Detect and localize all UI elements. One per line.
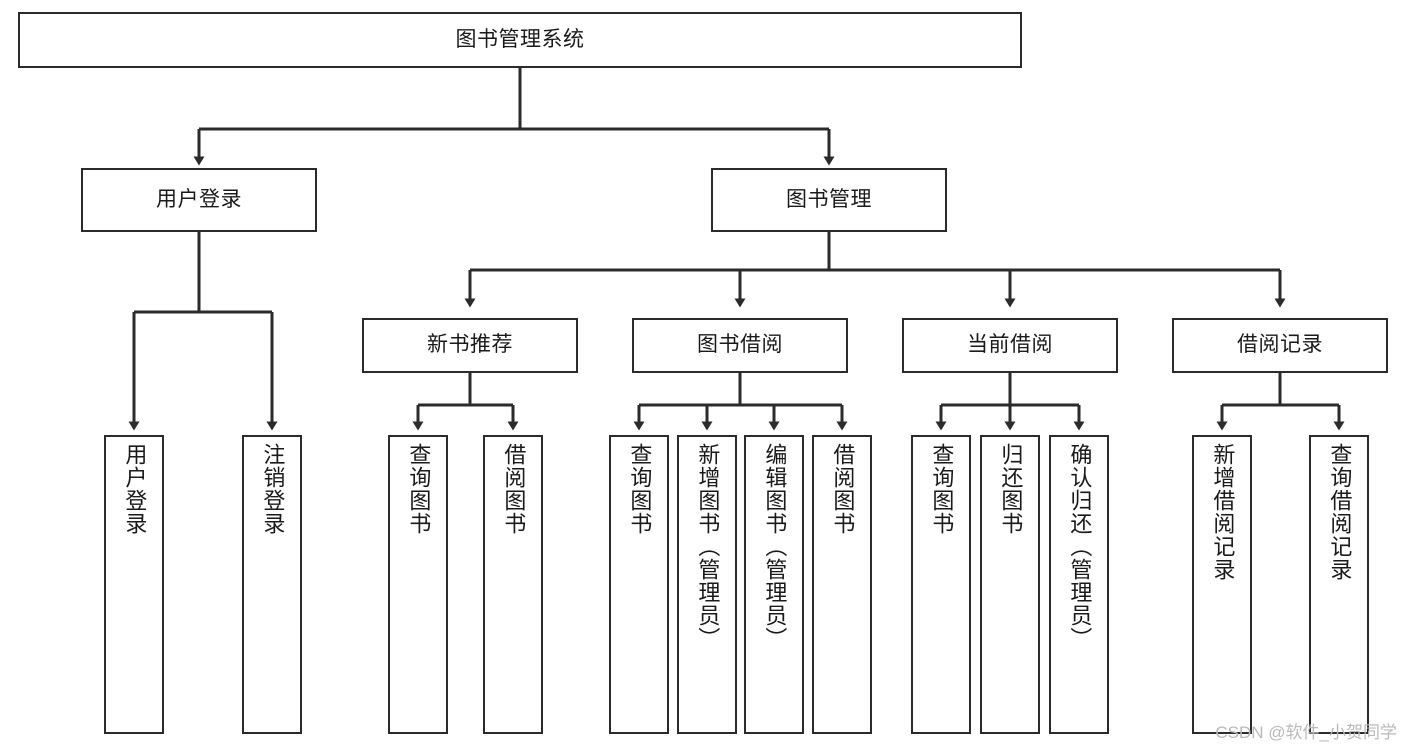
leaf-query-borrow-record[interactable]: 查询借阅记录 (1309, 435, 1369, 734)
node-label: 用户登录 (156, 187, 242, 211)
node-label: 新书推荐 (427, 333, 513, 357)
csdn-watermark: CSDN @软件_小贺同学 (1215, 723, 1397, 742)
node-label: 归还图书 (998, 443, 1024, 535)
node-new-book-recommend[interactable]: 新书推荐 (362, 318, 578, 373)
node-label: 当前借阅 (967, 333, 1053, 357)
leaf-user-login[interactable]: 用户登录 (104, 435, 164, 734)
node-label: 图书借阅 (697, 333, 783, 357)
node-label: 用户登录 (122, 443, 148, 535)
leaf-add-book-admin[interactable]: 新增图书（管理员） (677, 435, 737, 734)
leaf-query-book-recommend[interactable]: 查询图书 (388, 435, 448, 734)
leaf-borrow-book-recommend[interactable]: 借阅图书 (483, 435, 543, 734)
leaf-query-book-current[interactable]: 查询图书 (911, 435, 971, 734)
leaf-query-book-borrow[interactable]: 查询图书 (609, 435, 669, 734)
node-user-login[interactable]: 用户登录 (81, 168, 317, 232)
node-root-system[interactable]: 图书管理系统 (18, 12, 1022, 68)
node-book-borrow[interactable]: 图书借阅 (632, 318, 848, 373)
node-label: 新增图书（管理员） (695, 443, 721, 650)
node-label: 新增借阅记录 (1210, 443, 1236, 581)
node-label: 编辑图书（管理员） (762, 443, 788, 650)
node-borrow-record[interactable]: 借阅记录 (1172, 318, 1388, 373)
node-label: 查询图书 (627, 443, 653, 535)
node-book-management[interactable]: 图书管理 (711, 168, 947, 232)
node-label: 查询图书 (929, 443, 955, 535)
node-label: 图书管理系统 (455, 27, 585, 51)
node-label: 图书管理 (786, 187, 872, 211)
leaf-add-borrow-record[interactable]: 新增借阅记录 (1192, 435, 1252, 734)
leaf-confirm-return-admin[interactable]: 确认归还（管理员） (1049, 435, 1109, 734)
node-current-borrow[interactable]: 当前借阅 (902, 318, 1118, 373)
node-label: 借阅图书 (830, 443, 856, 535)
leaf-return-book[interactable]: 归还图书 (980, 435, 1040, 734)
leaf-user-logout[interactable]: 注销登录 (242, 435, 302, 734)
node-label: 注销登录 (260, 443, 286, 535)
leaf-edit-book-admin[interactable]: 编辑图书（管理员） (744, 435, 804, 734)
node-label: 借阅图书 (501, 443, 527, 535)
node-label: 借阅记录 (1237, 333, 1323, 357)
leaf-borrow-book[interactable]: 借阅图书 (812, 435, 872, 734)
node-label: 查询借阅记录 (1327, 443, 1353, 581)
node-label: 确认归还（管理员） (1067, 443, 1093, 650)
node-label: 查询图书 (406, 443, 432, 535)
